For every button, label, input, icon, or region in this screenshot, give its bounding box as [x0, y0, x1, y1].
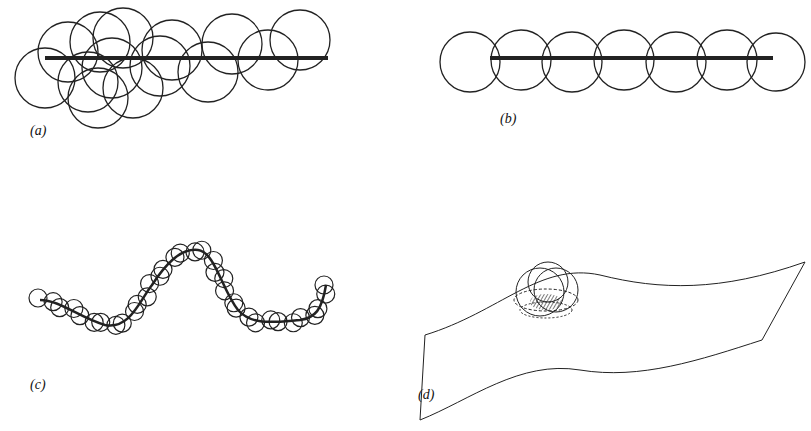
bead-circle: [193, 241, 211, 259]
bead-circle: [227, 299, 245, 317]
bead-circle: [113, 314, 131, 332]
panel-label: (d): [418, 388, 434, 402]
bead-circle: [154, 260, 172, 278]
bead-circle: [141, 275, 159, 293]
panel-b: [440, 30, 805, 92]
bead-circle: [138, 288, 156, 306]
panel-label: (b): [500, 112, 516, 126]
bead-circle: [186, 243, 204, 261]
bead-circle: [71, 307, 89, 325]
panel-c: [29, 241, 335, 334]
panel-d: [420, 262, 805, 420]
panel-label: (c): [30, 378, 46, 392]
panel-label: (a): [30, 124, 46, 138]
bead-circle: [166, 248, 184, 266]
bead-circle: [315, 276, 333, 294]
bead-circle: [216, 282, 234, 300]
panel-a: [15, 8, 330, 128]
